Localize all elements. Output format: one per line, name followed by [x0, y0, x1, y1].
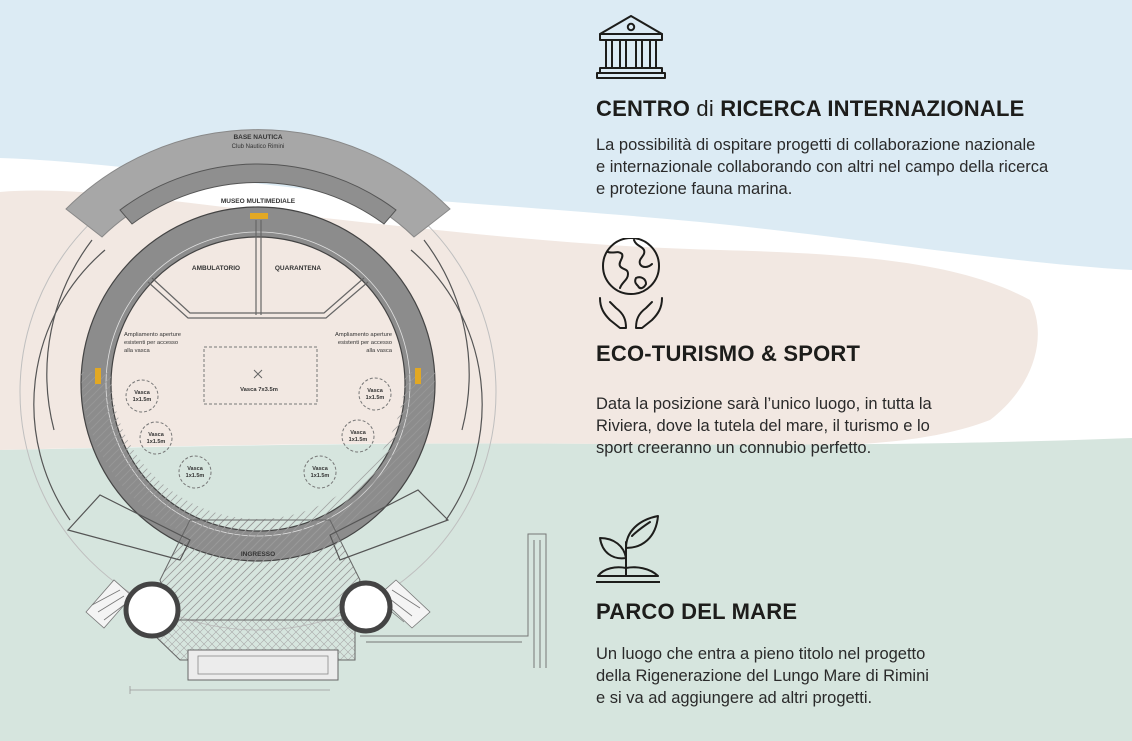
side-ring-left-2 [46, 239, 93, 431]
svg-text:Vasca: Vasca [187, 466, 204, 472]
label-ampliamento-left-1: Ampliamento aperture [124, 332, 181, 338]
left-wing [66, 494, 191, 561]
section-eco-turismo: ECO-TURISMO & SPORT Data la posizione sa… [596, 341, 1116, 459]
section-title: CENTRO di RICERCA INTERNAZIONALE [596, 96, 1025, 121]
section-title: PARCO DEL MARE [596, 599, 798, 624]
right-wing [329, 489, 450, 561]
svg-text:Vasca: Vasca [367, 388, 384, 394]
door-left [95, 368, 101, 384]
section-centro-ricerca: CENTRO di RICERCA INTERNAZIONALE La poss… [596, 96, 1116, 200]
svg-text:1x1.5m: 1x1.5m [311, 473, 330, 479]
door-top [250, 213, 268, 219]
entrance-steps-inner [197, 655, 329, 675]
section-title: ECO-TURISMO & SPORT [596, 341, 861, 366]
label-ampliamento-right-3: alla vasca [366, 348, 393, 354]
side-ring-right-2 [423, 239, 470, 431]
sprout-icon [595, 508, 661, 584]
globe-hands-icon [596, 237, 666, 334]
label-ampliamento-right-2: esistenti per accesso [338, 340, 392, 346]
pier [360, 533, 547, 668]
label-ampliamento-left-3: alla vasca [124, 348, 151, 354]
central-vasca-x [253, 369, 263, 379]
svg-text:1x1.5m: 1x1.5m [133, 397, 152, 403]
label-ampliamento-left-2: esistenti per accesso [124, 340, 178, 346]
section-parco-mare: PARCO DEL MARE Un luogo che entra a pien… [596, 599, 1116, 709]
label-ingresso: INGRESSO [241, 551, 275, 558]
ambulatorio-walls [147, 281, 369, 319]
label-club-nautico: Club Nautico Rimini [232, 144, 285, 150]
vasca-circles [125, 377, 392, 489]
blue-wave [0, 0, 1132, 270]
svg-text:Vasca: Vasca [350, 430, 367, 436]
side-ring-right [410, 249, 483, 521]
side-ring-left [33, 249, 106, 521]
label-quarantena: QUARANTENA [275, 265, 322, 272]
ambulatorio-walls-inner [151, 277, 365, 314]
museum-icon [596, 12, 666, 80]
beige-wave [0, 190, 1038, 451]
right-tower [339, 580, 393, 634]
section-body: La possibilità di ospitare progetti di c… [596, 136, 1049, 198]
central-vasca [203, 346, 318, 405]
svg-text:Vasca: Vasca [134, 390, 151, 396]
svg-text:Vasca: Vasca [148, 432, 165, 438]
label-ampliamento-right-1: Ampliamento aperture [335, 332, 392, 338]
left-tower [123, 581, 181, 639]
label-vasca-centrale: Vasca 7x3.5m [240, 387, 278, 393]
label-ambulatorio: AMBULATORIO [192, 265, 240, 272]
svg-text:1x1.5m: 1x1.5m [366, 395, 385, 401]
section-body: Data la posizione sarà l’unico luogo, in… [596, 395, 932, 457]
label-museo: MUSEO MULTIMEDIALE [221, 198, 296, 205]
ring-hatched [81, 372, 435, 549]
museo-ring [119, 163, 397, 225]
entrance-steps [187, 649, 339, 681]
svg-text:Vasca: Vasca [312, 466, 329, 472]
svg-text:1x1.5m: 1x1.5m [147, 439, 166, 445]
svg-text:1x1.5m: 1x1.5m [186, 473, 205, 479]
door-right [415, 368, 421, 384]
svg-text:1x1.5m: 1x1.5m [349, 437, 368, 443]
vasca-labels: Vasca 1x1.5m Vasca 1x1.5m Vasca 1x1.5m V… [133, 388, 385, 479]
section-body: Un luogo che entra a pieno titolo nel pr… [596, 645, 929, 707]
label-base-nautica: BASE NAUTICA [233, 134, 282, 141]
